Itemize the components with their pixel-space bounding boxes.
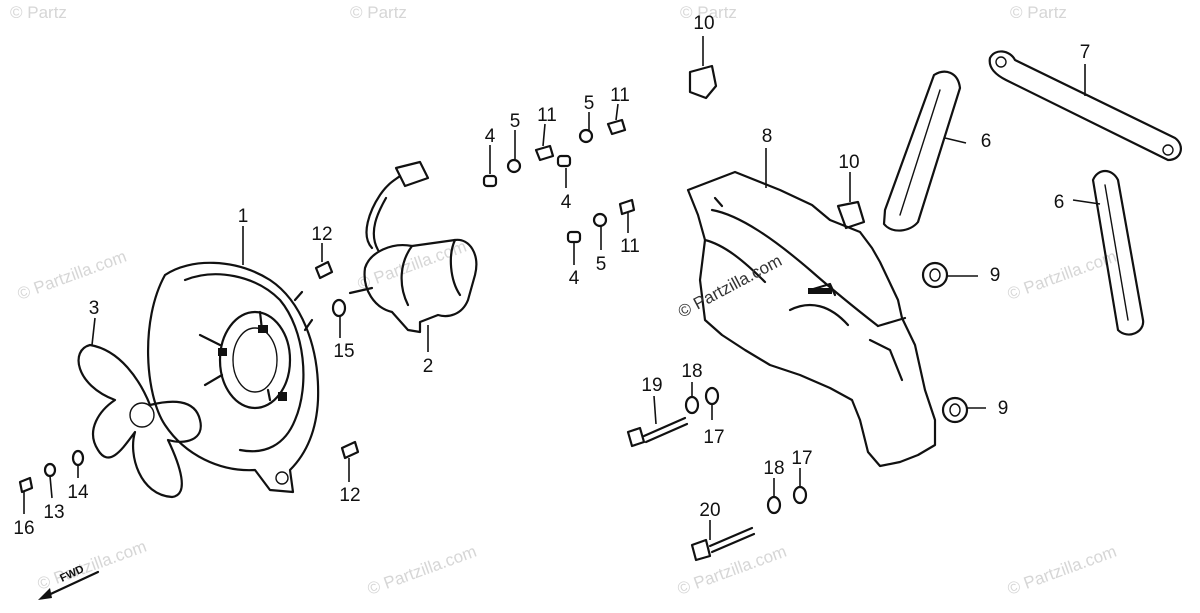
- callouts: 1 2 3 12 15 12 16 13 14 4 5 11 5 11 4 4 …: [13, 13, 1090, 539]
- callout-20: 20: [699, 500, 720, 521]
- cushion-5a: [506, 158, 522, 174]
- nut-14: [71, 449, 85, 467]
- side-guard-6b: [1091, 169, 1145, 336]
- washer-18b: [766, 495, 782, 515]
- watermark: © Partzilla.com: [15, 247, 129, 304]
- washer-15: [331, 298, 347, 318]
- washer-13: [43, 462, 57, 478]
- watermark: © Partzilla.com: [1005, 247, 1119, 304]
- watermarks: © Partz © Partz © Partz © Partz © Partzi…: [10, 3, 1119, 599]
- callout-2: 2: [423, 356, 434, 377]
- callout-10b: 10: [838, 152, 859, 173]
- radiator-cover: [686, 170, 937, 468]
- callout-12b: 12: [339, 485, 360, 506]
- washer-18a: [684, 395, 700, 415]
- watermark: © Partz: [1010, 3, 1067, 22]
- grommet-9b: [941, 396, 969, 424]
- fastener-16: [18, 476, 34, 494]
- callout-7: 7: [1080, 42, 1091, 63]
- bolt-19: [626, 416, 689, 448]
- callout-16: 16: [13, 518, 34, 539]
- watermark: © Partz: [680, 3, 737, 22]
- callout-4b: 4: [561, 192, 572, 213]
- callout-4c: 4: [569, 268, 580, 289]
- callout-5b: 5: [584, 93, 595, 114]
- watermark: © Partz: [350, 3, 407, 22]
- callout-17b: 17: [791, 448, 812, 469]
- clip-10b: [836, 200, 866, 230]
- bolt-11b: [606, 118, 627, 136]
- callout-11c: 11: [620, 236, 640, 257]
- watermark: © Partzilla.com: [365, 542, 479, 599]
- watermark: © Partzilla.com: [675, 542, 789, 599]
- callout-11a: 11: [537, 105, 557, 126]
- callout-18b: 18: [763, 458, 784, 479]
- callout-15: 15: [333, 341, 354, 362]
- bolt-11c: [618, 198, 636, 216]
- callout-13: 13: [43, 502, 64, 523]
- watermark: © Partz: [10, 3, 67, 22]
- cushion-5c: [592, 212, 608, 228]
- watermark: © Partzilla.com: [35, 537, 149, 594]
- collar-4a: [482, 174, 498, 188]
- clip-10a: [688, 64, 718, 100]
- callout-9a: 9: [990, 265, 1001, 286]
- bolt-20: [690, 526, 756, 562]
- fan-motor: [348, 160, 478, 334]
- callout-6b: 6: [1054, 192, 1065, 213]
- callout-11b: 11: [610, 85, 630, 106]
- cushion-5b: [578, 128, 594, 144]
- washer-17a: [704, 386, 720, 406]
- bolt-11a: [534, 144, 555, 162]
- grommet-9a: [921, 261, 949, 289]
- stay-7: [988, 50, 1182, 162]
- callout-3: 3: [89, 298, 100, 319]
- callout-4a: 4: [485, 126, 496, 147]
- fan-blade: [77, 343, 202, 499]
- callout-17a: 17: [703, 427, 724, 448]
- callout-5c: 5: [596, 254, 607, 275]
- washer-17b: [792, 485, 808, 505]
- callout-19: 19: [641, 375, 662, 396]
- collar-4c: [566, 230, 582, 244]
- callout-18a: 18: [681, 361, 702, 382]
- callout-8: 8: [762, 126, 773, 147]
- fan-shroud: [146, 261, 320, 494]
- callout-1: 1: [238, 206, 249, 227]
- callout-14: 14: [67, 482, 89, 503]
- side-guard-6a: [882, 70, 962, 232]
- callout-9b: 9: [998, 398, 1009, 419]
- callout-5a: 5: [510, 111, 521, 132]
- callout-12a: 12: [311, 224, 332, 245]
- leader-lines: [23, 36, 1101, 540]
- fastener-12a: [314, 260, 334, 280]
- fastener-12b: [340, 440, 360, 460]
- collar-4b: [556, 154, 572, 168]
- watermark: © Partzilla.com: [675, 251, 785, 322]
- callout-6a: 6: [981, 131, 992, 152]
- callout-10a: 10: [693, 13, 714, 34]
- watermark: © Partzilla.com: [1005, 542, 1119, 599]
